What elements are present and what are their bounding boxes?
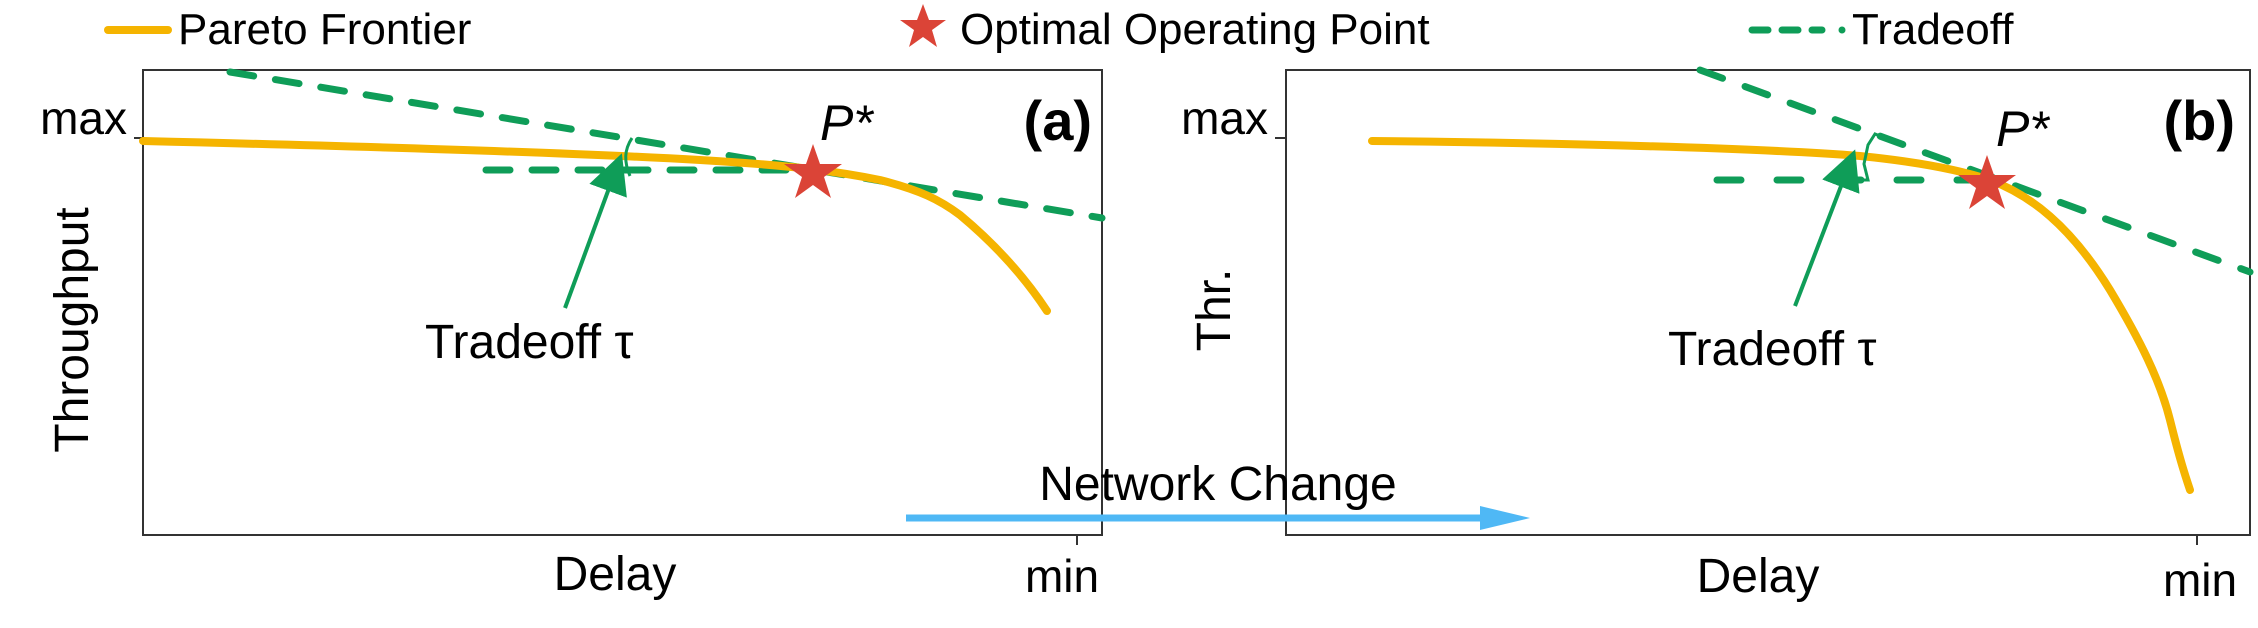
panel-a: max min Delay Throughput Tradeoff τ P* (… bbox=[40, 68, 1106, 602]
legend-label: Tradeoff bbox=[1852, 5, 2014, 54]
legend-item-tradeoff: Tradeoff bbox=[1748, 5, 2014, 54]
y-axis-label: Thr. bbox=[1188, 269, 1241, 352]
panel-b: max min Delay Thr. Tradeoff τ P* (b) bbox=[1181, 66, 2254, 606]
optimal-point-star-icon bbox=[784, 144, 842, 198]
legend-item-optimal-point: Optimal Operating Point bbox=[900, 4, 1430, 54]
x-axis-label: Delay bbox=[554, 548, 677, 601]
legend: Pareto Frontier Optimal Operating Point … bbox=[104, 4, 2014, 54]
network-change-label: Network Change bbox=[1039, 458, 1397, 511]
dashed-line-dot-icon bbox=[1838, 26, 1846, 34]
y-tick-label: max bbox=[40, 92, 127, 144]
panel-label: (a) bbox=[1024, 89, 1092, 152]
tradeoff-annotation-label: Tradeoff τ bbox=[425, 316, 633, 369]
legend-item-pareto-frontier: Pareto Frontier bbox=[104, 5, 471, 54]
tau-angle-marker bbox=[1857, 132, 1899, 182]
y-tick-label: max bbox=[1181, 92, 1268, 144]
optimal-point-star-icon bbox=[1958, 155, 2016, 209]
arrow-right-icon bbox=[1480, 506, 1530, 530]
tradeoff-tangent-line bbox=[1696, 66, 2254, 276]
legend-label: Pareto Frontier bbox=[178, 5, 471, 54]
pareto-frontier-curve bbox=[1368, 137, 2194, 494]
x-tick-label: min bbox=[1025, 550, 1099, 602]
axes-frame bbox=[142, 69, 1103, 536]
star-icon bbox=[900, 4, 946, 47]
x-axis-label: Delay bbox=[1697, 550, 1820, 603]
axes-frame bbox=[1285, 69, 2251, 536]
panel-label: (b) bbox=[2163, 89, 2235, 152]
tradeoff-annotation-arrow bbox=[563, 153, 627, 309]
tradeoff-tangent-line bbox=[226, 68, 1106, 222]
network-change-arrow: Network Change bbox=[906, 458, 1530, 530]
y-axis-label: Throughput bbox=[46, 207, 99, 453]
tradeoff-annotation-arrow bbox=[1793, 149, 1860, 307]
tradeoff-annotation-label: Tradeoff τ bbox=[1668, 323, 1876, 376]
x-tick-label: min bbox=[2163, 554, 2237, 606]
optimal-point-label: P* bbox=[820, 95, 874, 151]
optimal-point-label: P* bbox=[1996, 101, 2050, 157]
legend-label: Optimal Operating Point bbox=[960, 5, 1430, 54]
